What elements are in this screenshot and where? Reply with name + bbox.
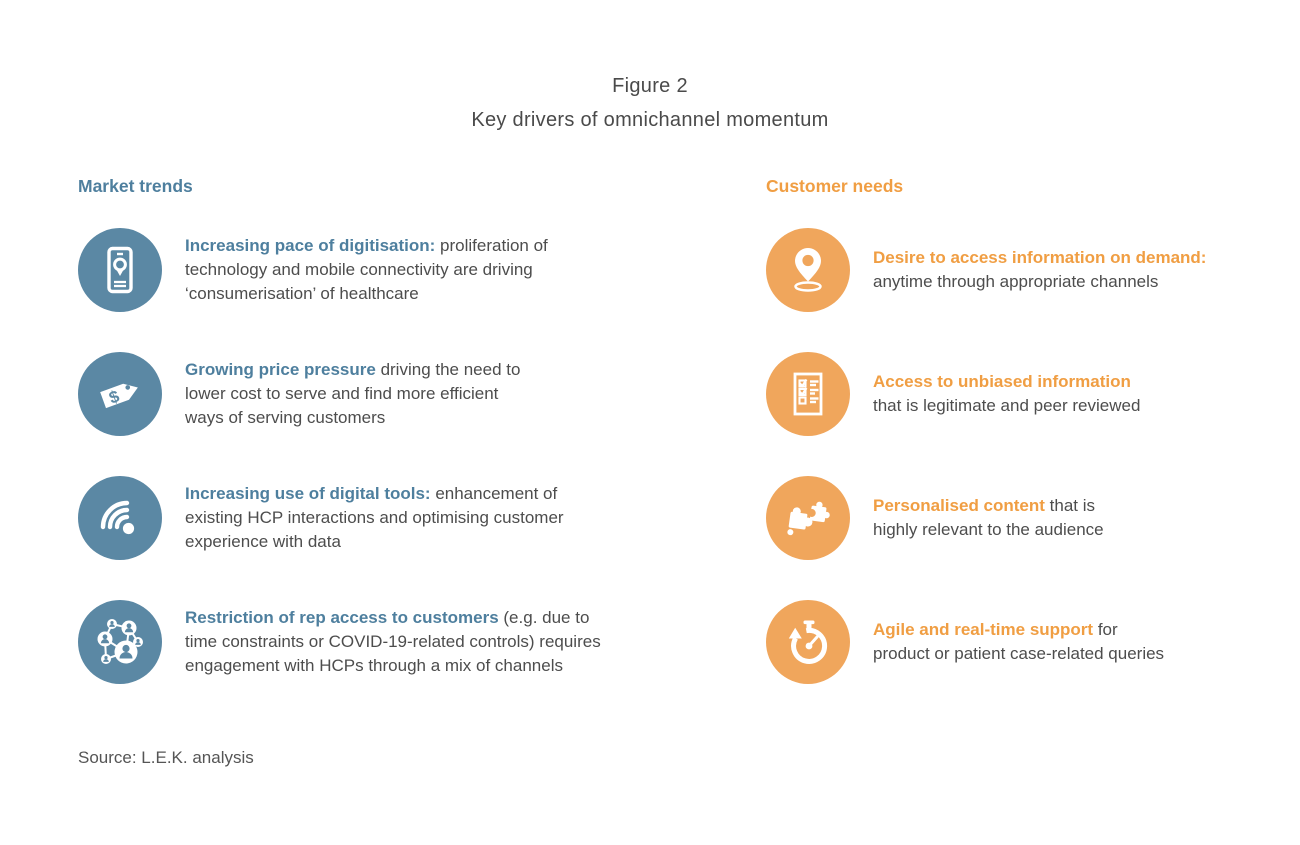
item-lead: Access to unbiased information: [873, 372, 1131, 391]
customer-needs-item-on-demand: Desire to access information on demand: …: [766, 228, 1266, 312]
puzzle-icon: [787, 501, 830, 536]
wifi-icon: [100, 500, 135, 535]
item-lead: Restriction of rep access to customers: [185, 608, 499, 627]
figure-title: Key drivers of omnichannel momentum: [471, 109, 829, 131]
customer-needs-item-personalised: Personalised content that is highly rele…: [766, 476, 1266, 560]
market-trends-item-rep-access: Restriction of rep access to customers (…: [78, 600, 663, 684]
icon-badge: $: [78, 352, 162, 436]
icon-badge: [78, 476, 162, 560]
stopwatch-icon: [788, 620, 828, 664]
item-rest: for product or patient case-related quer…: [873, 620, 1165, 663]
source-note: Source: L.E.K. analysis: [78, 748, 254, 767]
item-lead: Agile and real-time support: [873, 620, 1094, 639]
location-pin-icon: [794, 248, 822, 292]
people-network-icon: [97, 619, 143, 664]
customer-needs-column: Customer needs Desire to access informat…: [766, 176, 1266, 724]
item-lead: Growing price pressure: [185, 360, 376, 379]
item-rest: enhancement of existing HCP interactions…: [185, 484, 564, 551]
item-text: Increasing pace of digitisation: prolife…: [185, 234, 548, 306]
icon-badge: [766, 352, 850, 436]
item-text: Personalised content that is highly rele…: [873, 494, 1104, 542]
market-trends-item-digital-tools: Increasing use of digital tools: enhance…: [78, 476, 663, 560]
customer-needs-header: Customer needs: [766, 176, 904, 196]
icon-badge: [78, 228, 162, 312]
figure-title-block: Figure 2 Key drivers of omnichannel mome…: [0, 75, 1300, 132]
figure-label: Figure 2: [612, 75, 688, 97]
item-text: Increasing use of digital tools: enhance…: [185, 482, 564, 554]
item-rest: that is highly relevant to the audience: [873, 496, 1104, 539]
icon-badge: [766, 228, 850, 312]
item-rest: driving the need to lower cost to serve …: [185, 360, 521, 427]
item-text: Access to unbiased information that is l…: [873, 370, 1140, 418]
item-lead: Increasing pace of digitisation:: [185, 236, 436, 255]
icon-badge: [78, 600, 162, 684]
market-trends-item-price-pressure: $ Growing price pressure driving the nee…: [78, 352, 663, 436]
icon-badge: [766, 476, 850, 560]
item-text: Desire to access information on demand: …: [873, 246, 1206, 294]
item-lead: Personalised content: [873, 496, 1045, 515]
checklist-icon: [793, 372, 823, 416]
item-rest: anytime through appropriate channels: [873, 272, 1159, 291]
market-trends-column: Market trends Increasing pace of digitis…: [78, 176, 663, 724]
item-lead: Increasing use of digital tools:: [185, 484, 431, 503]
customer-needs-item-realtime-support: Agile and real-time support for product …: [766, 600, 1266, 684]
item-rest: that is legitimate and peer reviewed: [873, 396, 1141, 415]
item-text: Restriction of rep access to customers (…: [185, 606, 601, 678]
smartphone-pin-icon: [107, 246, 133, 294]
icon-badge: [766, 600, 850, 684]
item-text: Agile and real-time support for product …: [873, 618, 1164, 666]
item-rest: (e.g. due to time constraints or COVID-1…: [185, 608, 601, 675]
item-text: Growing price pressure driving the need …: [185, 358, 520, 430]
market-trends-item-digitisation: Increasing pace of digitisation: prolife…: [78, 228, 663, 312]
price-tag-icon: $: [100, 383, 138, 409]
item-lead: Desire to access information on demand:: [873, 248, 1207, 267]
item-rest: proliferation of technology and mobile c…: [185, 236, 548, 303]
customer-needs-item-unbiased-info: Access to unbiased information that is l…: [766, 352, 1266, 436]
market-trends-header: Market trends: [78, 176, 193, 196]
